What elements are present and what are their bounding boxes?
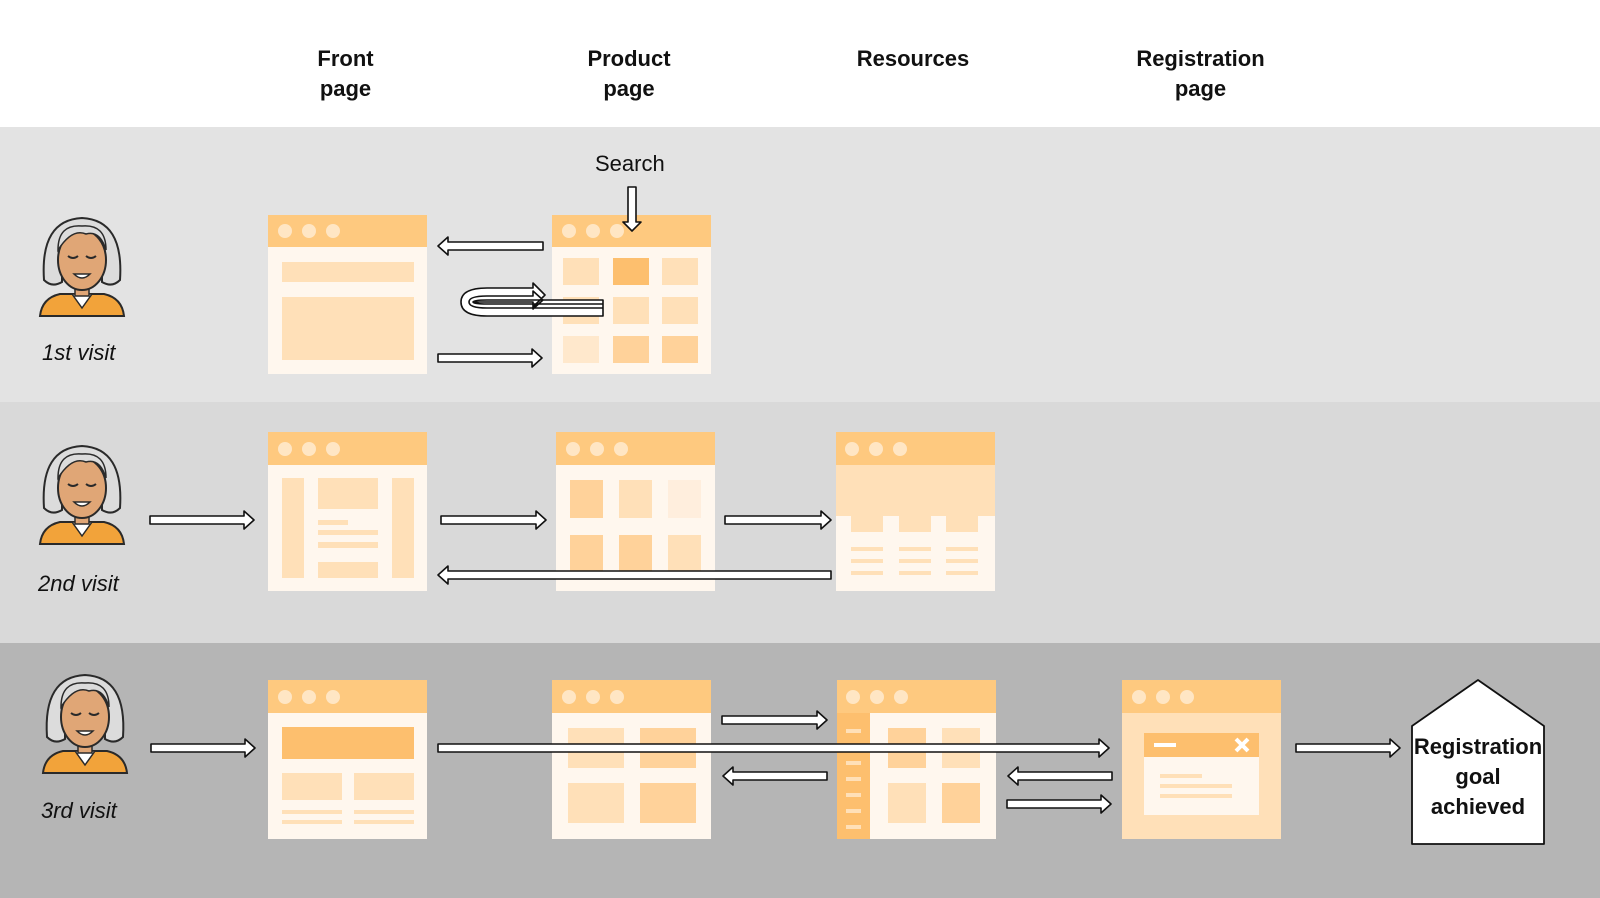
arrow-entry-to-front-3 bbox=[150, 738, 256, 758]
search-label: Search bbox=[595, 151, 665, 176]
visit-row-1 bbox=[0, 127, 1600, 402]
arrow-registration-to-goal-3 bbox=[1295, 738, 1401, 758]
arrow-resources-to-product-3 bbox=[722, 766, 828, 786]
arrow-front-to-product-2 bbox=[440, 510, 547, 530]
front-page-window-2 bbox=[268, 432, 427, 591]
arrow-product-to-resources-3 bbox=[721, 710, 828, 730]
resources-window-3 bbox=[837, 680, 996, 839]
arrow-registration-to-resources-3 bbox=[1007, 766, 1113, 786]
visit-label-1: 1st visit bbox=[42, 340, 116, 365]
arrow-front-to-registration-3 bbox=[437, 738, 1110, 758]
visitor-avatar-3 bbox=[42, 674, 128, 774]
arrow-resources-to-front-2 bbox=[437, 565, 832, 585]
registration-goal-house bbox=[1411, 679, 1545, 845]
visit-label-3: 3rd visit bbox=[41, 798, 117, 823]
arrow-product-to-front-1 bbox=[437, 236, 544, 256]
product-page-window-1 bbox=[552, 215, 711, 374]
visit-row-3 bbox=[0, 643, 1600, 898]
column-header-front-page: Front page bbox=[317, 46, 374, 101]
arrow-resources-to-registration-3 bbox=[1006, 794, 1112, 814]
front-page-window-1 bbox=[268, 215, 427, 374]
registration-page-window-3 bbox=[1122, 680, 1281, 839]
visitor-avatar-1 bbox=[39, 217, 125, 317]
arrow-search-down bbox=[622, 186, 642, 232]
registration-goal-text: Registration goal achieved bbox=[1413, 734, 1543, 819]
column-header-product-page: Product page bbox=[587, 46, 671, 101]
arrow-front-to-product-1 bbox=[437, 348, 543, 368]
product-page-window-2 bbox=[556, 432, 715, 591]
visit-label-2: 2nd visit bbox=[38, 571, 119, 596]
arrow-entry-to-front-2 bbox=[149, 510, 255, 530]
product-page-window-3 bbox=[552, 680, 711, 839]
column-header-resources: Resources bbox=[856, 46, 970, 71]
visitor-avatar-2 bbox=[39, 445, 125, 545]
front-page-window-3 bbox=[268, 680, 427, 839]
resources-window-2 bbox=[836, 432, 995, 591]
column-header-registration-page: Registration page bbox=[1136, 46, 1265, 101]
arrow-loop-product-to-product bbox=[460, 282, 604, 317]
arrow-product-to-resources-2 bbox=[724, 510, 832, 530]
